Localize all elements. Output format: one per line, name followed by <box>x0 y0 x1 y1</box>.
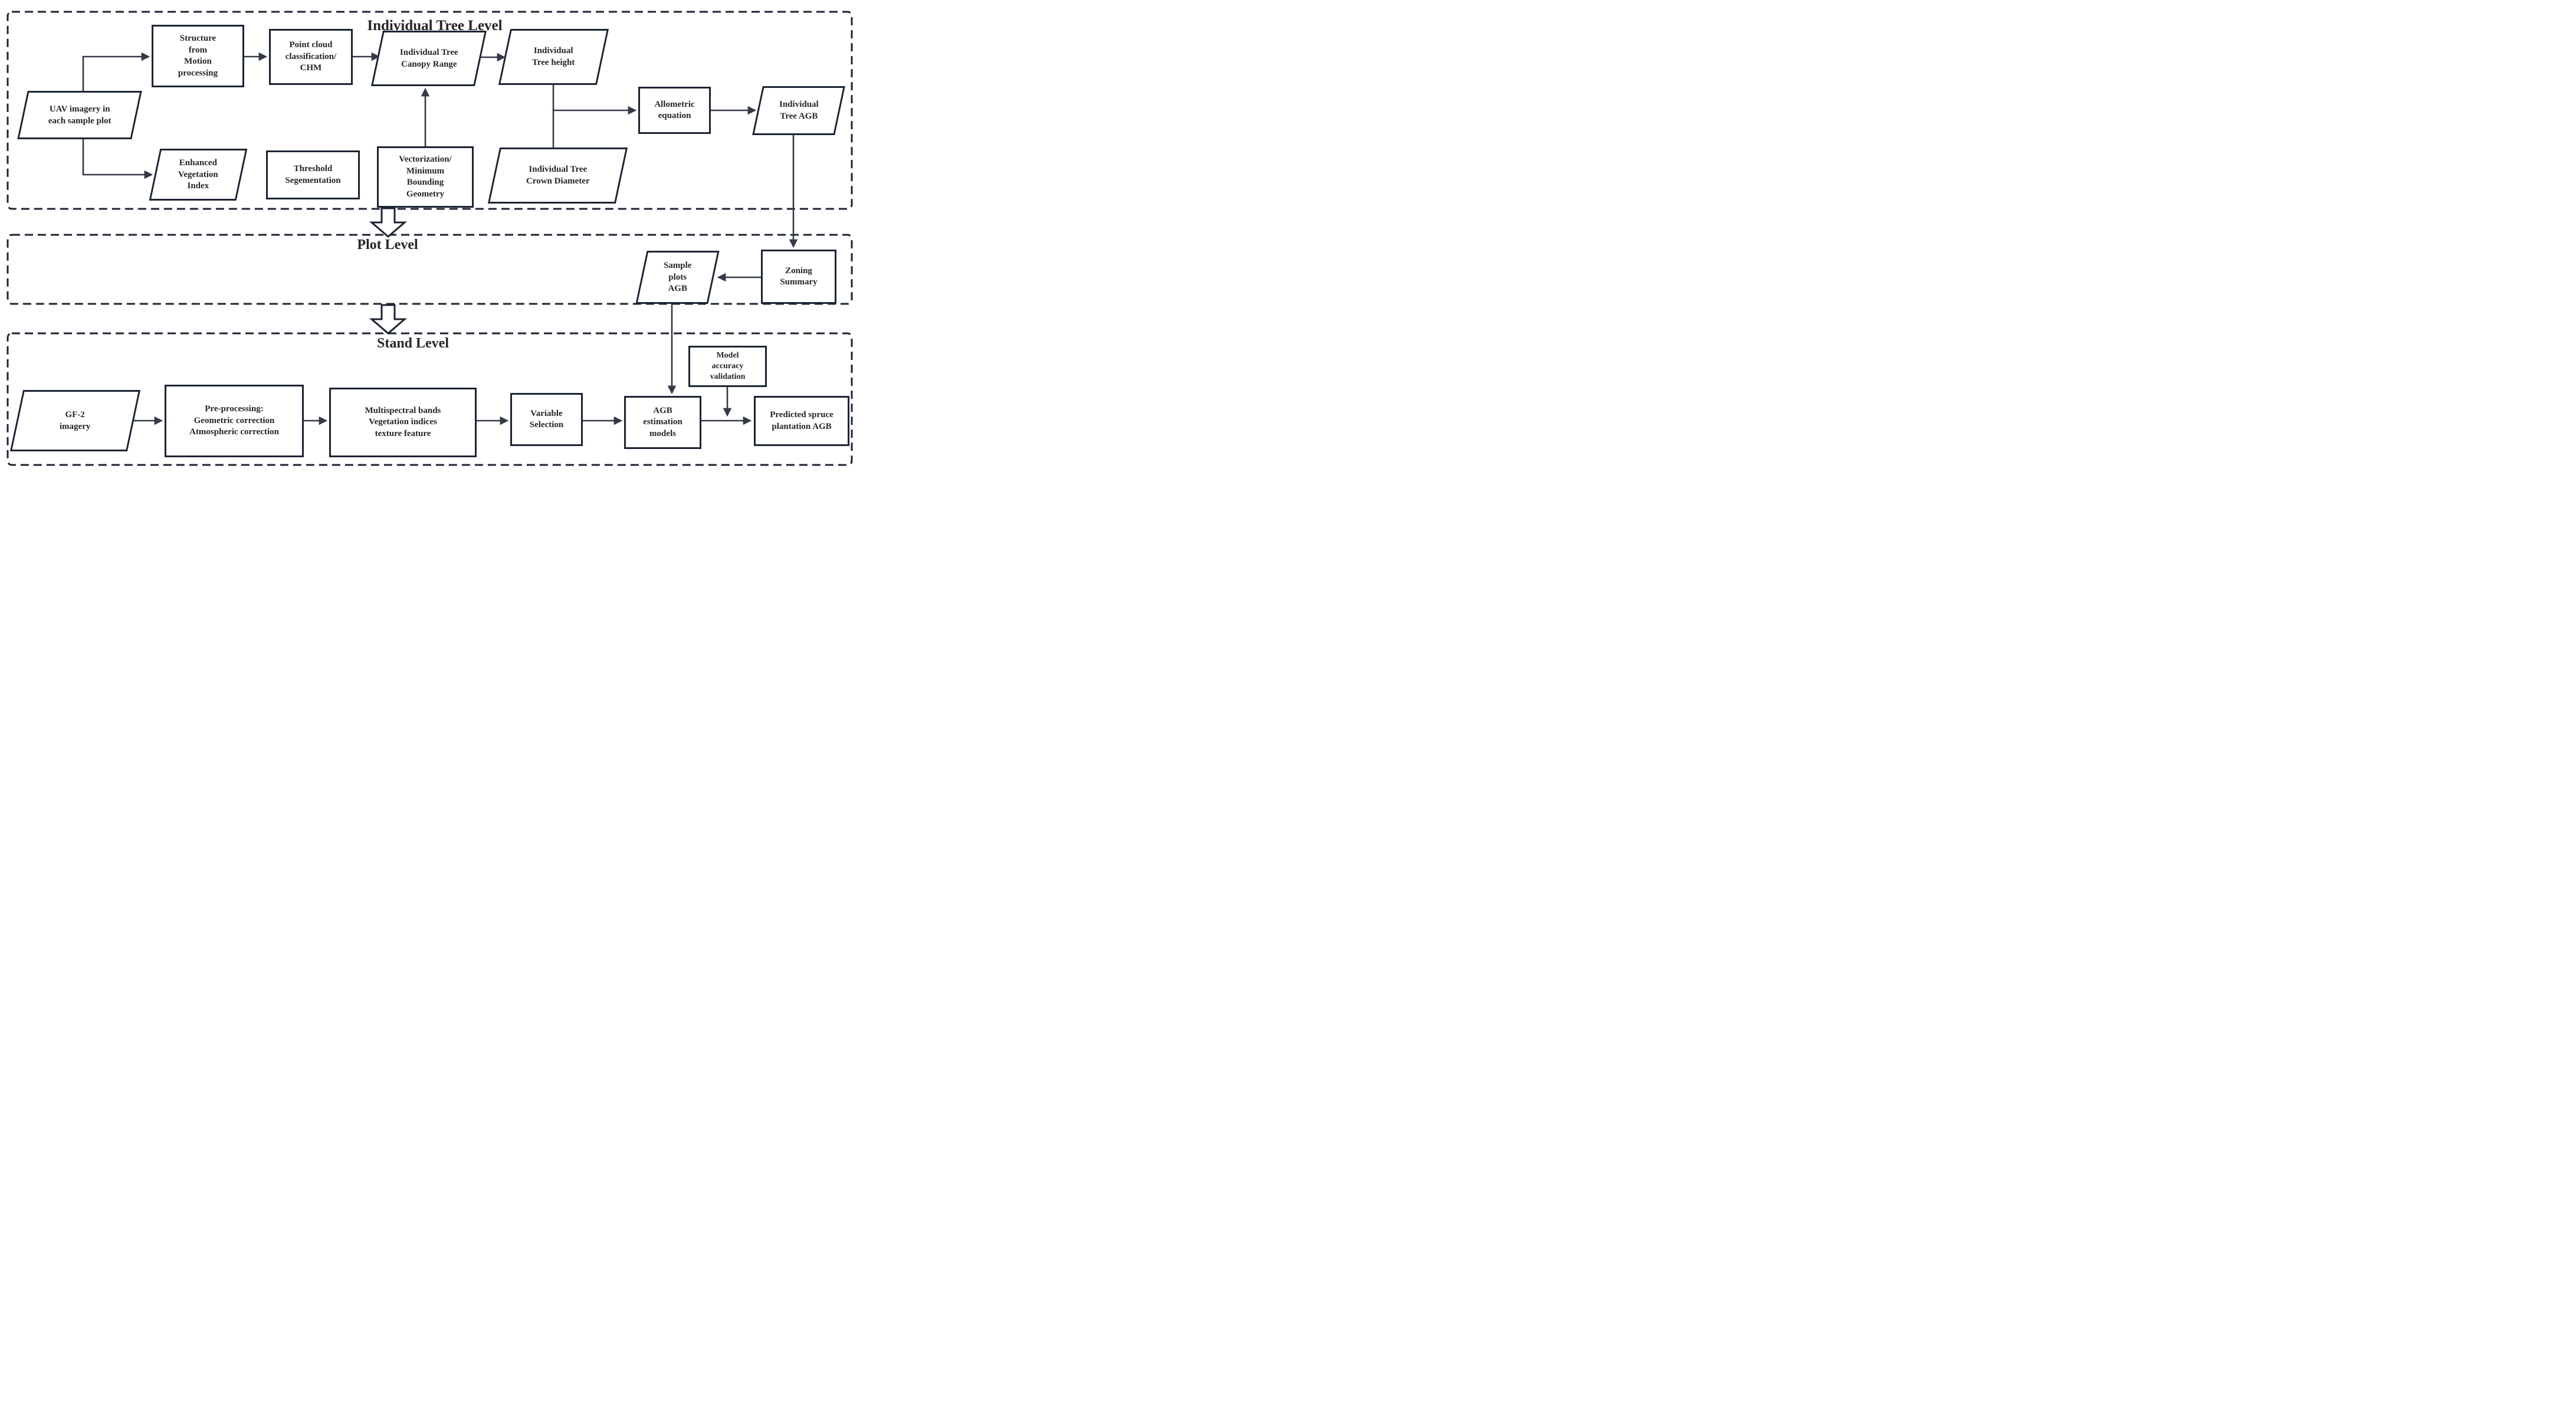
section-title-plot-level: Plot Level <box>357 237 418 253</box>
node-point-cloud-classification-label: Point cloud classification/ CHM <box>285 40 337 73</box>
node-model-accuracy-validation: Model accuracy validation <box>688 346 767 387</box>
node-allometric-equation-label: Allometric equation <box>654 99 695 121</box>
node-predicted-spruce-agb: Predicted spruce plantation AGB <box>754 396 849 446</box>
node-sample-plots-agb-label: Sample plots AGB <box>663 260 692 293</box>
node-enhanced-vegetation-index-label: Enhanced Vegetation Index <box>178 158 218 191</box>
node-individual-tree-height-label: Individual Tree height <box>532 46 575 67</box>
node-vectorization-bounding-geometry: Vectorization/ Minimum Bounding Geometry <box>377 146 474 208</box>
node-model-accuracy-validation-label: Model accuracy validation <box>710 350 746 382</box>
node-vectorization-bounding-geometry-label: Vectorization/ Minimum Bounding Geometry <box>399 155 452 199</box>
node-gf2-imagery-label: GF-2 imagery <box>60 409 91 431</box>
node-preprocessing-label: Pre-processing: Geometric correction Atm… <box>189 404 279 437</box>
node-structure-from-motion: Structure from Motion processing <box>152 25 244 87</box>
node-multispectral-features-label: Multispectral bands Vegetation indices t… <box>365 405 441 438</box>
node-threshold-segmentation: Threshold Segementation <box>266 150 360 199</box>
node-gf2-imagery: GF-2 imagery <box>9 390 141 451</box>
node-individual-tree-crown-diameter-label: Individual Tree Crown Diameter <box>526 165 590 186</box>
node-variable-selection-label: Variable Selection <box>529 408 564 430</box>
node-enhanced-vegetation-index: Enhanced Vegetation Index <box>149 149 248 201</box>
section-title-stand-level: Stand Level <box>376 336 449 351</box>
node-agb-estimation-models-label: AGB estimation models <box>643 405 682 438</box>
node-preprocessing: Pre-processing: Geometric correction Atm… <box>165 385 304 457</box>
node-allometric-equation: Allometric equation <box>638 87 711 134</box>
node-variable-selection: Variable Selection <box>510 393 583 446</box>
node-individual-tree-canopy-range: Individual Tree Canopy Range <box>371 31 487 86</box>
node-predicted-spruce-agb-label: Predicted spruce plantation AGB <box>770 410 833 431</box>
node-point-cloud-classification: Point cloud classification/ CHM <box>269 29 353 85</box>
node-multispectral-features: Multispectral bands Vegetation indices t… <box>329 388 477 457</box>
plot-level-border <box>6 234 853 305</box>
node-individual-tree-height: Individual Tree height <box>498 29 609 85</box>
node-zoning-summary-label: Zoning Summary <box>780 266 818 287</box>
node-individual-tree-canopy-range-label: Individual Tree Canopy Range <box>399 47 458 69</box>
node-structure-from-motion-label: Structure from Motion processing <box>178 34 218 78</box>
node-individual-tree-crown-diameter: Individual Tree Crown Diameter <box>487 148 628 204</box>
node-agb-estimation-models: AGB estimation models <box>624 396 701 449</box>
stand-level-border <box>6 332 853 466</box>
node-sample-plots-agb: Sample plots AGB <box>635 251 720 304</box>
node-threshold-segmentation-label: Threshold Segementation <box>285 164 341 185</box>
level-transition-arrow-1 <box>369 207 408 238</box>
level-transition-arrow-2 <box>369 304 408 335</box>
node-zoning-summary: Zoning Summary <box>761 250 836 304</box>
node-uav-imagery-label: UAV imagery in each sample plot <box>48 104 111 126</box>
node-individual-tree-agb: Individual Tree AGB <box>752 86 845 135</box>
individual-tree-level-border <box>6 11 853 210</box>
flowchart-canvas: Individual Tree Level Plot Level Stand L… <box>0 0 859 468</box>
node-individual-tree-agb-label: Individual Tree AGB <box>779 100 819 121</box>
connector-arrows <box>6 11 853 466</box>
node-uav-imagery: UAV imagery in each sample plot <box>17 91 142 139</box>
